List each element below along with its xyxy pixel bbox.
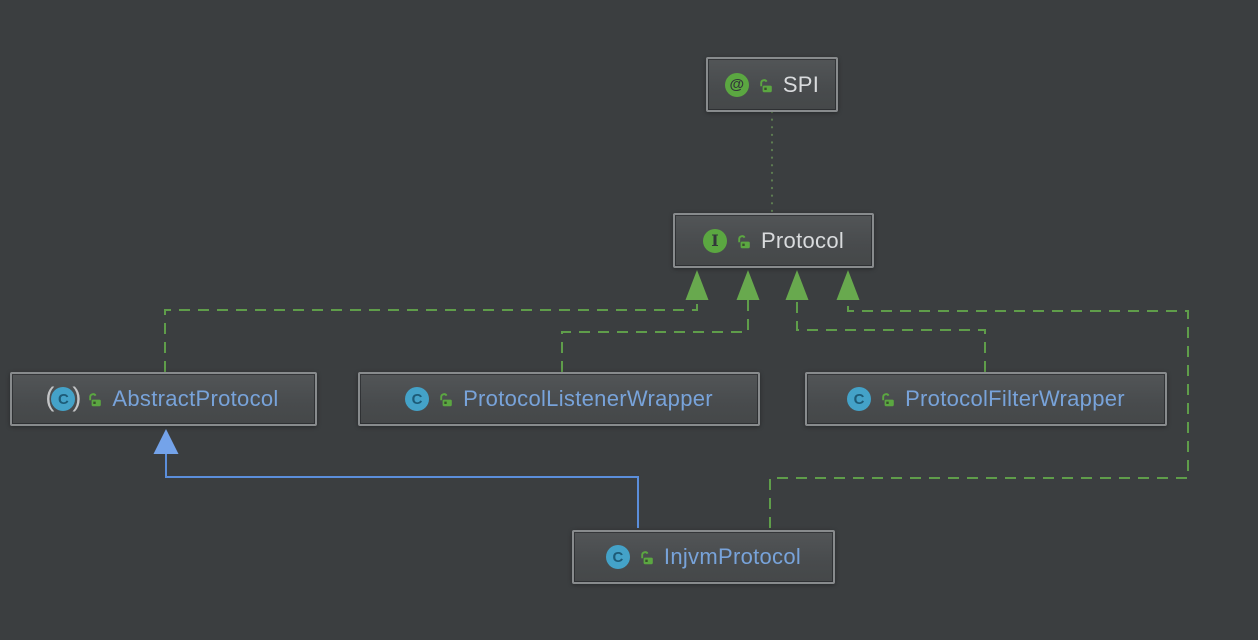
unlock-icon bbox=[760, 78, 772, 92]
annotation-icon: @ bbox=[724, 72, 749, 97]
node-abstract-protocol[interactable]: ( C ) AbstractProtocol bbox=[10, 372, 317, 426]
node-label: ProtocolFilterWrapper bbox=[905, 386, 1125, 411]
node-spi[interactable]: @ SPI bbox=[706, 57, 838, 112]
node-protocol[interactable]: I Protocol bbox=[673, 213, 874, 268]
node-injvm-protocol[interactable]: C InjvmProtocol bbox=[572, 530, 835, 584]
class-icon: C bbox=[847, 387, 872, 411]
edge-protocolfilterwrapper-implements-protocol[interactable] bbox=[796, 300, 986, 372]
abstract-class-icon: ( C ) bbox=[45, 382, 82, 412]
unlock-icon bbox=[882, 393, 894, 407]
unlock-icon bbox=[440, 393, 452, 407]
node-label: ProtocolListenerWrapper bbox=[463, 386, 713, 411]
edge-injvmprotocol-extends-abstractprotocol[interactable] bbox=[165, 454, 639, 528]
node-label: AbstractProtocol bbox=[112, 386, 279, 411]
class-icon: C bbox=[605, 545, 630, 569]
unlock-icon bbox=[641, 551, 653, 565]
unlock-icon bbox=[738, 234, 750, 248]
edge-injvmprotocol-implements-protocol-arrowhead bbox=[836, 270, 860, 300]
interface-icon: I bbox=[702, 228, 727, 253]
edge-protocollistenerwrapper-implements-protocol-arrowhead bbox=[736, 270, 760, 300]
class-icon: C bbox=[405, 387, 430, 411]
node-protocol-listener-wrapper[interactable]: C ProtocolListenerWrapper bbox=[358, 372, 760, 426]
node-label: SPI bbox=[782, 71, 820, 97]
node-protocol-filter-wrapper[interactable]: C ProtocolFilterWrapper bbox=[805, 372, 1167, 426]
node-label: InjvmProtocol bbox=[663, 544, 802, 569]
edge-protocollistenerwrapper-implements-protocol[interactable] bbox=[561, 300, 749, 372]
edge-abstractprotocol-implements-protocol-arrowhead bbox=[685, 270, 709, 300]
edge-injvmprotocol-extends-abstractprotocol-arrowhead bbox=[153, 429, 179, 454]
edge-protocolfilterwrapper-implements-protocol-arrowhead bbox=[785, 270, 809, 300]
node-label: Protocol bbox=[760, 227, 845, 253]
unlock-icon bbox=[89, 393, 102, 407]
edge-abstractprotocol-implements-protocol[interactable] bbox=[164, 300, 698, 372]
edge-injvmprotocol-implements-protocol[interactable] bbox=[769, 300, 1189, 528]
